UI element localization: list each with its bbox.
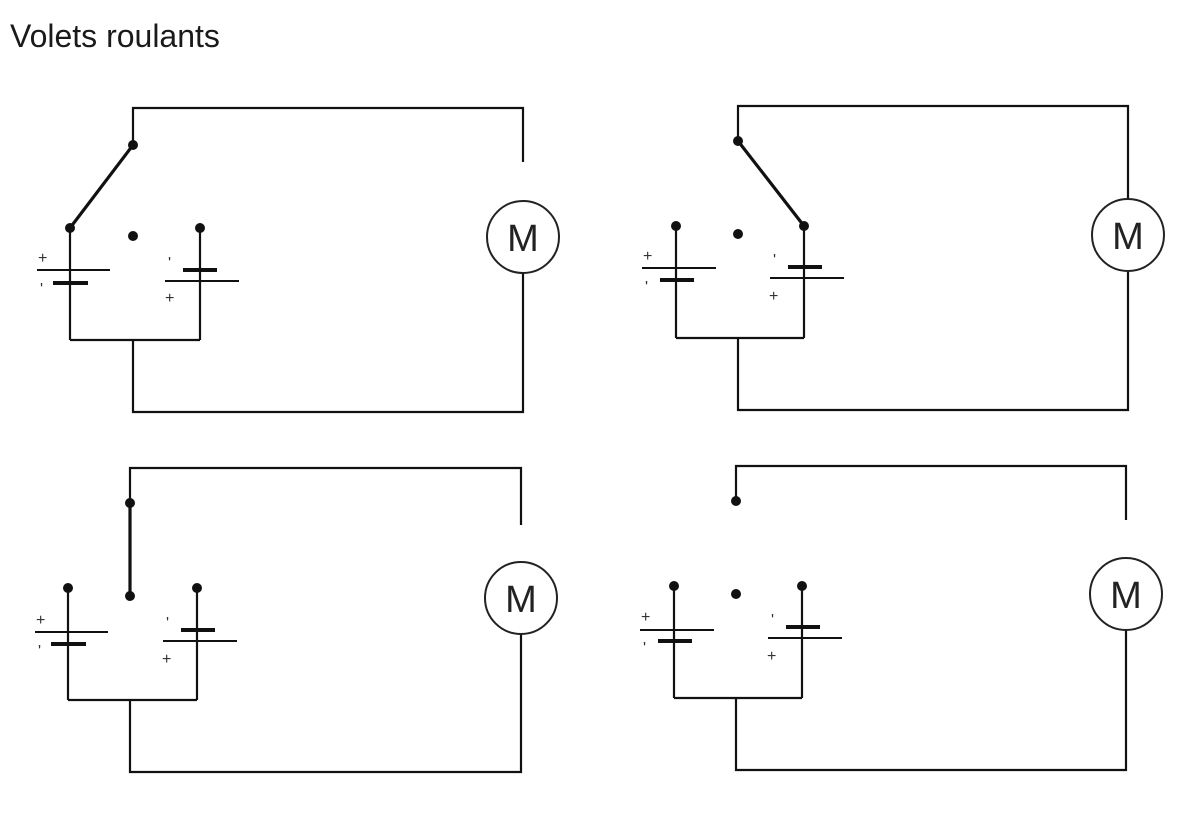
circuit-top-left: + ' ' + M xyxy=(37,106,560,414)
minus-sign: ' xyxy=(168,255,171,272)
battery-left: + ' xyxy=(35,612,108,660)
plus-sign: + xyxy=(643,248,652,265)
minus-sign: ' xyxy=(645,279,648,296)
switch-pivot xyxy=(733,136,743,146)
circuit-top-right: + ' ' + M xyxy=(642,104,1165,412)
battery-right: ' + xyxy=(162,615,237,668)
page-title: Volets roulants xyxy=(10,18,220,54)
switch-contact-right xyxy=(195,223,205,233)
motor-label: M xyxy=(507,218,539,260)
motor-circle xyxy=(1089,557,1163,631)
switch-contact-left xyxy=(671,221,681,231)
minus-sign: ' xyxy=(773,252,776,269)
switch-contact-right xyxy=(799,221,809,231)
plus-sign: + xyxy=(641,609,650,626)
circuit-wire xyxy=(672,464,1128,772)
plus-sign: + xyxy=(162,651,171,668)
motor: M xyxy=(486,200,560,274)
minus-sign: ' xyxy=(771,612,774,629)
switch-pivot xyxy=(128,140,138,150)
switch-contact-left xyxy=(669,581,679,591)
switch-contact-right xyxy=(192,583,202,593)
motor-circle xyxy=(1091,198,1165,272)
circuit-wire xyxy=(674,104,1130,412)
motor: M xyxy=(1089,557,1163,631)
minus-sign: ' xyxy=(643,640,646,657)
switch-contact-left xyxy=(63,583,73,593)
battery-right: ' + xyxy=(769,252,844,305)
switch-arm xyxy=(68,143,135,230)
switch-contact-middle xyxy=(731,589,741,599)
plus-sign: + xyxy=(767,648,776,665)
plus-sign: + xyxy=(38,250,47,267)
battery-left: + ' xyxy=(642,248,716,296)
switch-arm xyxy=(736,139,806,228)
plus-sign: + xyxy=(165,290,174,307)
circuit-wire xyxy=(68,106,525,414)
switch-pivot xyxy=(125,498,135,508)
switch-contact-left xyxy=(65,223,75,233)
motor-circle xyxy=(484,561,558,635)
battery-right: ' + xyxy=(165,255,239,307)
minus-sign: ' xyxy=(40,281,43,298)
circuit-bottom-left: + ' ' + M xyxy=(35,466,558,774)
switch-contact-middle xyxy=(733,229,743,239)
motor: M xyxy=(1091,198,1165,272)
switch-contact-right xyxy=(797,581,807,591)
motor: M xyxy=(484,561,558,635)
switch-contact-middle xyxy=(125,591,135,601)
minus-sign: ' xyxy=(38,643,41,660)
plus-sign: + xyxy=(36,612,45,629)
switch-pivot xyxy=(731,496,741,506)
motor-label: M xyxy=(505,579,537,621)
plus-sign: + xyxy=(769,288,778,305)
battery-right: ' + xyxy=(767,612,842,665)
battery-left: + ' xyxy=(37,250,110,298)
motor-label: M xyxy=(1110,575,1142,617)
switch-contact-middle xyxy=(128,231,138,241)
motor-circle xyxy=(486,200,560,274)
circuit-bottom-right: + ' ' + M xyxy=(640,464,1163,772)
minus-sign: ' xyxy=(166,615,169,632)
motor-label: M xyxy=(1112,216,1144,258)
circuit-wire xyxy=(66,466,523,774)
battery-left: + ' xyxy=(640,609,714,657)
